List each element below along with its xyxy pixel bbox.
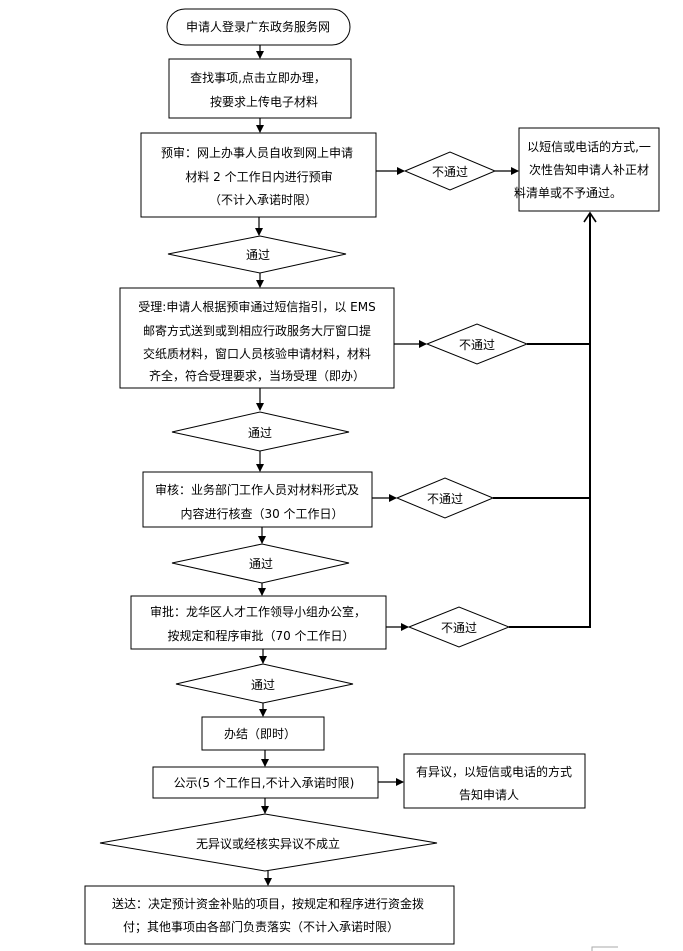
pass-decision-3: 通过 (171, 543, 350, 584)
step-approve-line-2: 按规定和程序审批（70 个工作日） (167, 628, 354, 643)
pass-decision-2: 通过 (171, 411, 350, 452)
step-delivery-line-2: 付；其他事项由各部门负责落实（不计入承诺时限） (123, 919, 399, 934)
step-review-line-2: 内容进行核查（30 个工作日） (180, 506, 343, 521)
reject-decision-2: 不通过 (425, 323, 529, 365)
step-approve-box: 审批：龙华区人才工作领导小组办公室， 按规定和程序审批（70 个工作日） (130, 595, 387, 650)
start-label: 申请人登录广东政务服务网 (186, 19, 330, 34)
pass-decision-4-label: 通过 (251, 678, 275, 692)
step-search-line-1: 查找事项,点击立即办理， (190, 70, 326, 85)
pass-decision-1: 通过 (167, 235, 347, 274)
step-pre-review-line-1: 预审：网上办事人员自收到网上申请 (161, 145, 353, 160)
no-objection-decision: 无异议或经核实异议不成立 (99, 813, 438, 872)
page-corner-mark (591, 946, 618, 951)
reject-return-trunk (509, 214, 591, 628)
no-objection-label: 无异议或经核实异议不成立 (196, 836, 340, 851)
step-pre-review-box: 预审：网上办事人员自收到网上申请 材料 2 个工作日内进行预审 （不计入承诺时限… (140, 132, 377, 218)
pass-decision-3-label: 通过 (249, 557, 273, 571)
step-search-box: 查找事项,点击立即办理， 按要求上传电子材料 (168, 58, 352, 119)
step-pre-review-line-2: 材料 2 个工作日内进行预审 (185, 169, 332, 184)
reject-notice-line-2: 次性告知申请人补正材 (529, 163, 649, 177)
pass-decision-2-label: 通过 (248, 426, 272, 440)
reject-decision-3-label: 不通过 (427, 492, 463, 506)
objection-notice-box: 有异议，以短信或电话的方式 告知申请人 (403, 753, 586, 809)
step-accept-line-1: 受理:申请人根据预审通过短信指引，以 EMS (138, 299, 375, 314)
reject-decision-1-label: 不通过 (432, 165, 468, 179)
step-delivery-line-1: 送达：决定预计资金补贴的项目，按规定和程序进行资金拨 (112, 896, 424, 911)
step-publicity-label: 公示(5 个工作日,不计入承诺时限) (174, 776, 355, 790)
step-pre-review-line-3: （不计入承诺时限） (209, 193, 317, 207)
reject-decision-3: 不通过 (395, 477, 495, 519)
pass-decision-1-label: 通过 (246, 248, 270, 262)
step-accept-line-2: 邮寄方式送到或到相应行政服务大厅窗口提 (143, 323, 371, 338)
reject-decision-4: 不通过 (407, 606, 511, 648)
step-delivery-box: 送达：决定预计资金补贴的项目，按规定和程序进行资金拨 付；其他事项由各部门负责落… (84, 885, 455, 945)
step-search-line-2: 按要求上传电子材料 (210, 94, 318, 109)
reject-notice-line-1: 以短信或电话的方式,一 (527, 139, 651, 154)
step-complete-box: 办结（即时） (201, 716, 325, 751)
objection-notice-line-1: 有异议，以短信或电话的方式 (416, 764, 572, 779)
step-accept-line-4: 齐全，符合受理要求，当场受理（即办） (149, 368, 365, 383)
reject-decision-1: 不通过 (403, 151, 497, 191)
start-terminator: 申请人登录广东政务服务网 (166, 8, 351, 46)
reject-notice-line-3: 料清单或不予通过。 (514, 186, 622, 200)
step-accept-box: 受理:申请人根据预审通过短信指引，以 EMS 邮寄方式送到或到相应行政服务大厅窗… (119, 287, 395, 389)
pass-decision-4: 通过 (175, 663, 354, 704)
step-publicity-box: 公示(5 个工作日,不计入承诺时限) (152, 766, 379, 799)
step-accept-line-3: 交纸质材料，窗口人员核验申请材料，材料 (143, 346, 371, 361)
up-arrow-icon (583, 211, 597, 223)
reject-decision-4-label: 不通过 (441, 621, 477, 635)
step-approve-line-1: 审批：龙华区人才工作领导小组办公室， (150, 604, 366, 619)
reject-notice-box: 以短信或电话的方式,一 次性告知申请人补正材 料清单或不予通过。 (514, 127, 660, 212)
reject-decision-2-label: 不通过 (459, 338, 495, 352)
step-review-box: 审核：业务部门工作人员对材料形式及 内容进行核查（30 个工作日） (142, 471, 373, 528)
step-review-line-1: 审核：业务部门工作人员对材料形式及 (155, 482, 359, 497)
step-complete-label: 办结（即时） (224, 726, 296, 741)
objection-notice-line-2: 告知申请人 (459, 788, 519, 802)
